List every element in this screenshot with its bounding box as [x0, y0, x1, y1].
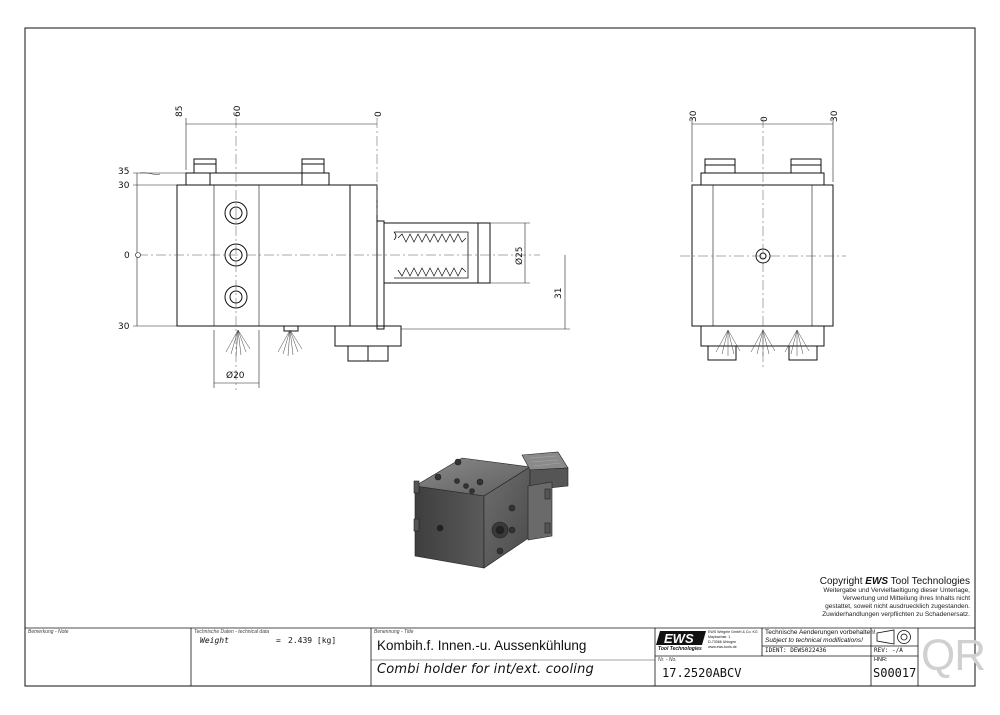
address-line: Maybachstr. 1: [708, 635, 731, 639]
address-line: D-73066 Uhingen: [708, 640, 737, 644]
ews-logo: EWS: [656, 631, 706, 646]
dim-31: 31: [554, 288, 564, 299]
changes-english: Subject to technical modifications!: [765, 637, 863, 644]
company-address: EWS Weigele GmbH & Co. KG Maybachstr. 1 …: [708, 630, 758, 650]
dim-diameter-25: Ø25: [514, 246, 525, 265]
hnr-value: S00017: [873, 666, 917, 680]
copyright-line: Weitergabe und Vervielfaeltigung dieser …: [823, 587, 970, 594]
revision: REV: -/A: [874, 647, 903, 654]
dim-0-top: 0: [374, 111, 384, 117]
dim-60: 60: [233, 105, 243, 117]
sheet-border: [24, 27, 976, 687]
copyright-line: gestattet, soweit nicht ausdruecklich zu…: [825, 603, 970, 610]
dimension-texts-front: 85 60 0 35 30 0 30 Ø25 31 Ø20: [118, 105, 564, 381]
centerlines-side: [680, 118, 846, 370]
centerlines-front: [138, 118, 540, 390]
coolant-spray-front: [225, 329, 303, 357]
dim-diameter-20: Ø20: [226, 370, 245, 381]
copyright-title: Copyright EWS Tool Technologies: [819, 576, 970, 587]
logo-subtitle: Tool Technologies: [658, 646, 702, 652]
dim-0-left: 0: [124, 251, 130, 261]
isometric-view: [413, 451, 569, 569]
title-label: Benennung - Title: [374, 629, 414, 635]
svg-text:EWS: EWS: [664, 631, 694, 646]
front-view: [176, 158, 491, 362]
dimension-lines-front: [133, 118, 570, 388]
ident-number: IDENT: DEWS022436: [765, 647, 827, 654]
weight-value: 2.439 [kg]: [288, 636, 337, 645]
copyright-line: Verwertung und Mitteilung ihres Inhalts …: [842, 595, 970, 602]
address-line: www.ews-tools.de: [708, 645, 737, 649]
title-english: Combi holder for int/ext. cooling: [377, 662, 594, 677]
side-view: [691, 158, 834, 361]
dim-30-top: 30: [118, 181, 130, 191]
dim-30-side-left: 30: [689, 110, 699, 122]
hnr-label: HNR:: [874, 657, 888, 663]
dim-85: 85: [175, 106, 185, 117]
title-german: Kombih.f. Innen.-u. Aussenkühlung: [377, 638, 587, 653]
qr-placeholder: QR: [921, 631, 986, 680]
number-label: Nr. - No.: [658, 657, 677, 663]
copyright-line: Zuwiderhandlungen verpflichten zu Schade…: [822, 611, 970, 618]
dim-30-side-right: 30: [830, 110, 840, 122]
weight-equals: =: [276, 636, 281, 645]
title-block-frame: [25, 627, 975, 686]
dim-0-side: 0: [760, 116, 770, 122]
dim-30-bottom: 30: [118, 322, 130, 332]
dimension-lines-side: [691, 118, 834, 182]
address-line: EWS Weigele GmbH & Co. KG: [708, 630, 758, 634]
copyright-notice: Copyright EWS Tool Technologies Weiterga…: [790, 576, 970, 619]
projection-symbol: [876, 629, 911, 645]
dimension-texts-side: 30 0 30: [689, 110, 840, 122]
coolant-spray-side: [715, 329, 810, 356]
technical-data-label: Technische Daten - technical data: [194, 629, 270, 635]
weight-label: Weight: [200, 636, 229, 645]
note-label: Bemerkung - Note: [28, 629, 69, 635]
part-number: 17.2520ABCV: [662, 666, 742, 680]
dim-35: 35: [118, 167, 129, 177]
changes-german: Technische Aenderungen vorbehalten!: [765, 629, 876, 636]
